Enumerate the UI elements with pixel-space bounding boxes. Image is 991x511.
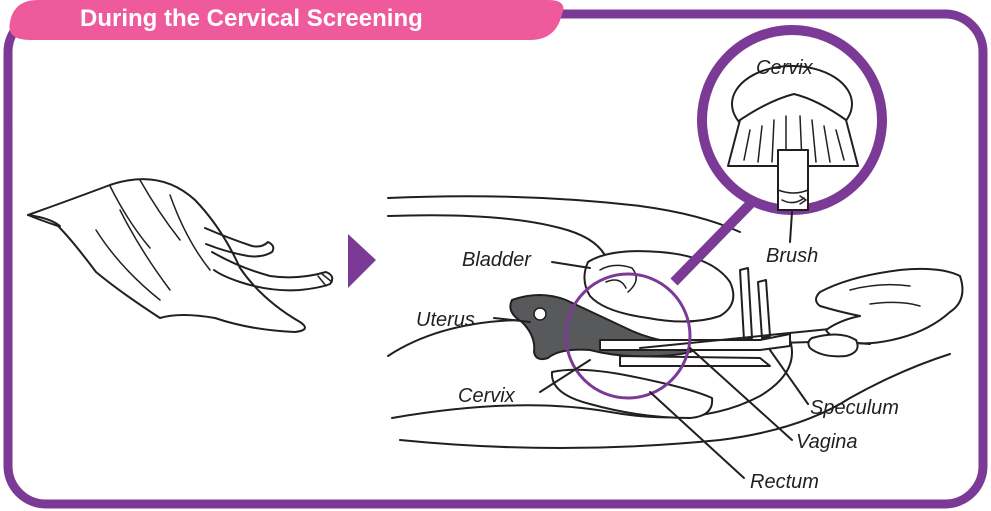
label-bladder: Bladder: [462, 249, 532, 271]
patient-under-sheet: [28, 179, 332, 332]
label-cervix: Cervix: [458, 385, 516, 407]
title-text: During the Cervical Screening: [80, 5, 423, 32]
label-rectum: Rectum: [750, 471, 819, 493]
rectum: [552, 370, 712, 418]
title-banner: During the Cervical Screening: [9, 0, 563, 40]
label-speculum: Speculum: [810, 397, 899, 419]
triangle-right-icon: [348, 234, 376, 288]
label-uterus: Uterus: [416, 309, 475, 331]
label-cervix-inset: Cervix: [756, 57, 814, 79]
label-vagina: Vagina: [796, 431, 858, 453]
hand: [808, 269, 962, 356]
bladder: [584, 251, 733, 321]
label-brush: Brush: [766, 245, 818, 267]
